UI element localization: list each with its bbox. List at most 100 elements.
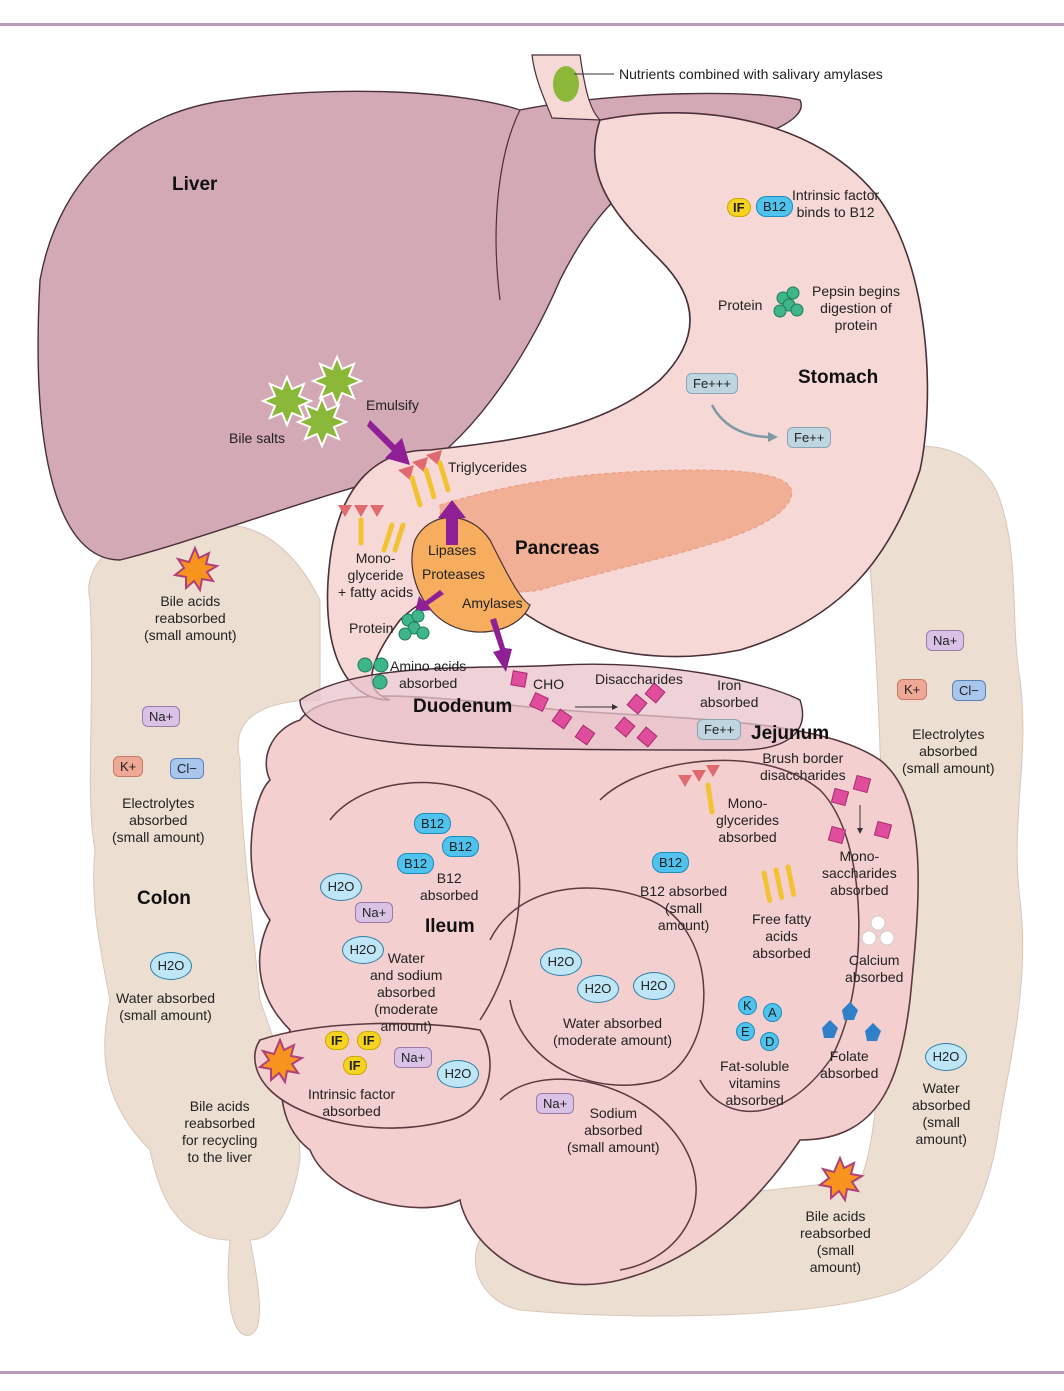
cho-label: CHO xyxy=(533,676,565,692)
h2o-chip: H2O xyxy=(150,952,192,980)
vitamin-e-chip: E xyxy=(736,1022,755,1041)
lipase-arrow-icon xyxy=(438,500,466,545)
sugar-unit xyxy=(827,825,847,845)
ileum-b12-label: B12 absorbed xyxy=(420,870,479,903)
h2o-chip: H2O xyxy=(320,873,362,901)
arrowhead xyxy=(612,704,618,710)
cl-chip: Cl− xyxy=(170,758,204,779)
protein-bead xyxy=(786,286,800,300)
fatty-acid-chain xyxy=(409,475,423,508)
b12-chip: B12 xyxy=(756,196,794,217)
bile-acids-recycle-label: Bile acids reabsorbed for recycling to t… xyxy=(182,1098,258,1165)
folate-icon xyxy=(822,1002,881,1041)
sugar-unit xyxy=(644,682,666,704)
sugar-unit xyxy=(574,724,596,746)
colon-bile-acids-left-label: Bile acids reabsorbed (small amount) xyxy=(144,593,237,643)
na-chip: Na+ xyxy=(142,706,181,727)
fat-soluble-vitamins-label: Fat-soluble vitamins absorbed xyxy=(720,1058,790,1108)
glycerol-head xyxy=(412,457,428,472)
h2o-chip: H2O xyxy=(540,948,582,976)
colon-water-right-label: Water absorbed (small amount) xyxy=(912,1080,971,1147)
sugar-unit xyxy=(551,708,573,730)
liver-title: Liver xyxy=(172,174,218,195)
proteases-label: Proteases xyxy=(422,566,486,582)
fatty-acid-chain xyxy=(392,522,406,553)
enzyme-arrows xyxy=(367,420,512,672)
bile-acid-star-icon xyxy=(257,1037,305,1085)
fatty-acid-chain xyxy=(773,867,785,902)
sugar-unit xyxy=(614,716,636,738)
if-chip: IF xyxy=(325,1031,349,1050)
fatty-acid-chain xyxy=(423,467,437,500)
sugar-unit xyxy=(636,726,658,748)
triglyceride-icons xyxy=(338,450,797,905)
colon-water-left-label: Water absorbed (small amount) xyxy=(116,990,216,1023)
b12-chip: B12 xyxy=(397,853,435,874)
frame-bottom-border xyxy=(0,1371,1064,1374)
duodenum-title: Duodenum xyxy=(413,696,513,717)
sodium-small-label: Sodium absorbed (small amount) xyxy=(567,1105,660,1155)
sugar-unit xyxy=(510,670,528,688)
stomach-title: Stomach xyxy=(798,367,879,388)
carbohydrate-icons xyxy=(510,670,893,845)
calcium-label: Calcium absorbed xyxy=(845,952,904,985)
stomach-protein-label: Protein xyxy=(718,297,763,313)
arrowhead xyxy=(857,828,863,834)
protease-arrow-icon xyxy=(415,590,444,612)
brush-border-label: Brush border disaccharides xyxy=(760,750,846,783)
fatty-acid-chain xyxy=(705,782,715,815)
fe3-chip: Fe+++ xyxy=(686,373,738,394)
food-bolus-icon xyxy=(553,66,579,102)
monoglycerides-absorbed-label: Mono- glycerides absorbed xyxy=(716,795,780,845)
bile-salts-icon xyxy=(260,354,364,449)
if-chip: IF xyxy=(357,1031,381,1050)
vitamin-k-chip: K xyxy=(738,996,757,1015)
calcium-icon xyxy=(861,915,895,946)
k-chip: K+ xyxy=(113,756,144,777)
intrinsic-factor-binds-label: Intrinsic factor binds to B12 xyxy=(792,187,880,220)
protein-cluster-icon xyxy=(357,286,804,690)
iron-conversion-arrow xyxy=(710,404,771,439)
amino-acids-label: Amino acids absorbed xyxy=(390,658,467,691)
bile-acid-star-icon xyxy=(817,1155,865,1203)
intestine-loop xyxy=(499,1078,697,1271)
colon-right-shape xyxy=(474,445,1024,1317)
h2o-chip: H2O xyxy=(437,1060,479,1088)
colon-shape xyxy=(88,524,321,1336)
na-chip: Na+ xyxy=(355,902,394,923)
glycerol-head xyxy=(706,765,720,777)
fatty-acid-chain xyxy=(785,864,797,899)
calcium-ion xyxy=(879,930,895,946)
salivary-amylase-label: Nutrients combined with salivary amylase… xyxy=(619,66,883,82)
pepsin-label: Pepsin begins digestion of protein xyxy=(812,283,900,333)
sugar-unit xyxy=(852,774,872,794)
folate-molecule xyxy=(822,1020,838,1038)
if-chip: IF xyxy=(343,1056,367,1075)
k-chip: K+ xyxy=(897,679,928,700)
h2o-chip: H2O xyxy=(577,975,619,1003)
glycerol-head xyxy=(426,450,442,465)
glycerol-head xyxy=(354,505,368,517)
calcium-ion xyxy=(870,915,886,931)
h2o-chip: H2O xyxy=(342,936,384,964)
liver-lobe-line xyxy=(495,109,521,301)
bile-salt-star-icon xyxy=(260,374,314,428)
fatty-acid-chain xyxy=(381,522,395,553)
colon-electrolytes-right-label: Electrolytes absorbed (small amount) xyxy=(902,726,995,776)
jejunum-title: Jejunum xyxy=(751,723,830,744)
intestine-loop xyxy=(489,887,705,1086)
folate-molecule xyxy=(865,1023,881,1041)
iron-absorbed-label: Iron absorbed xyxy=(700,677,759,710)
cl-chip: Cl− xyxy=(952,680,986,701)
bile-salt-star-icon xyxy=(295,395,349,449)
bile-acid-star-icon xyxy=(172,545,220,593)
amino-acid-bead xyxy=(372,674,388,690)
triglycerides-label: Triglycerides xyxy=(448,459,527,475)
b12-small-label: B12 absorbed (small amount) xyxy=(640,883,728,933)
vitamin-d-chip: D xyxy=(760,1032,780,1051)
b12-chip: B12 xyxy=(442,836,480,857)
protein-bead xyxy=(416,626,430,640)
folate-label: Folate absorbed xyxy=(820,1048,879,1081)
water-moderate-label: Water absorbed (moderate amount) xyxy=(553,1015,673,1048)
